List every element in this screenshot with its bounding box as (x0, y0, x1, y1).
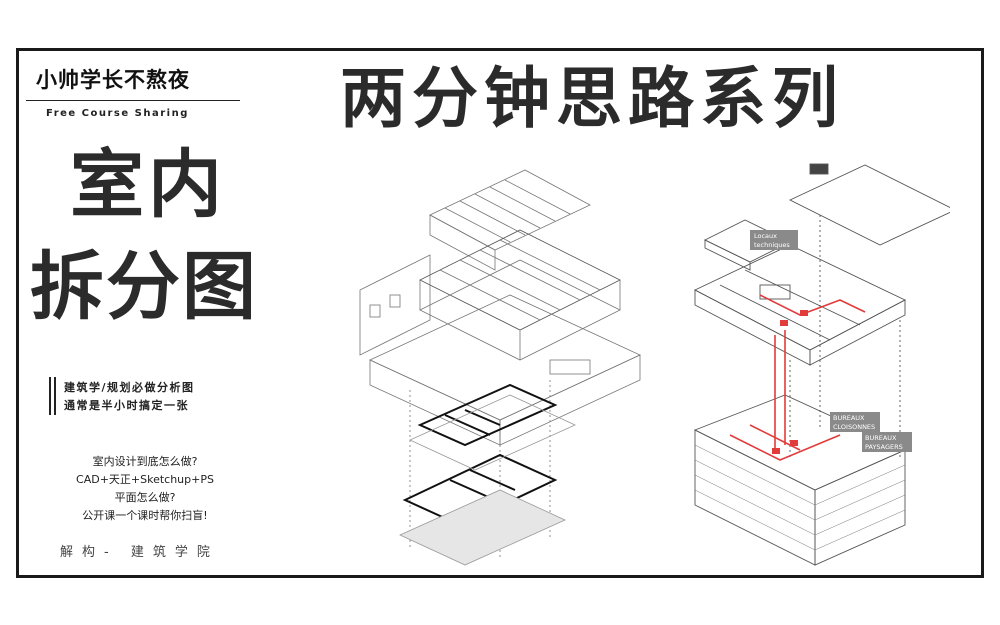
note-bars (49, 377, 59, 415)
label-paysagers-1: BUREAUX (865, 434, 897, 442)
promo-line-1: 室内设计到底怎么做? (92, 455, 198, 468)
footer-text: 解构- 建筑学院 (60, 545, 219, 560)
label-locaux-1: Locaux (754, 232, 777, 240)
exploded-house-diagram (359, 169, 641, 566)
promo-line-3: 平面怎么做? (114, 491, 176, 504)
note-line-2: 通常是半小时搞定一张 (64, 399, 189, 412)
label-paysagers-2: PAYSAGERS (865, 443, 903, 451)
exploded-office-diagram: Locaux techniques BUREAUX CLOISONNES BUR… (693, 163, 950, 566)
title-line-2: 拆分图 (30, 244, 258, 330)
promo-line-4: 公开课一个课时帮你扫盲! (82, 509, 208, 522)
label-locaux-2: techniques (754, 241, 790, 249)
label-cloisonnes-2: CLOISONNES (833, 423, 875, 431)
title-line-1: 室内 (70, 142, 226, 228)
brand-name: 小帅学长不熬夜 (36, 68, 190, 92)
brand-subtitle: Free Course Sharing (46, 108, 189, 119)
label-cloisonnes-1: BUREAUX (833, 414, 865, 422)
note-line-1: 建筑学/规划必做分析图 (64, 381, 195, 394)
series-headline: 两分钟思路系列 (340, 60, 844, 137)
brand-divider (26, 100, 240, 101)
promo-line-2: CAD+天正+Sketchup+PS (76, 473, 214, 486)
